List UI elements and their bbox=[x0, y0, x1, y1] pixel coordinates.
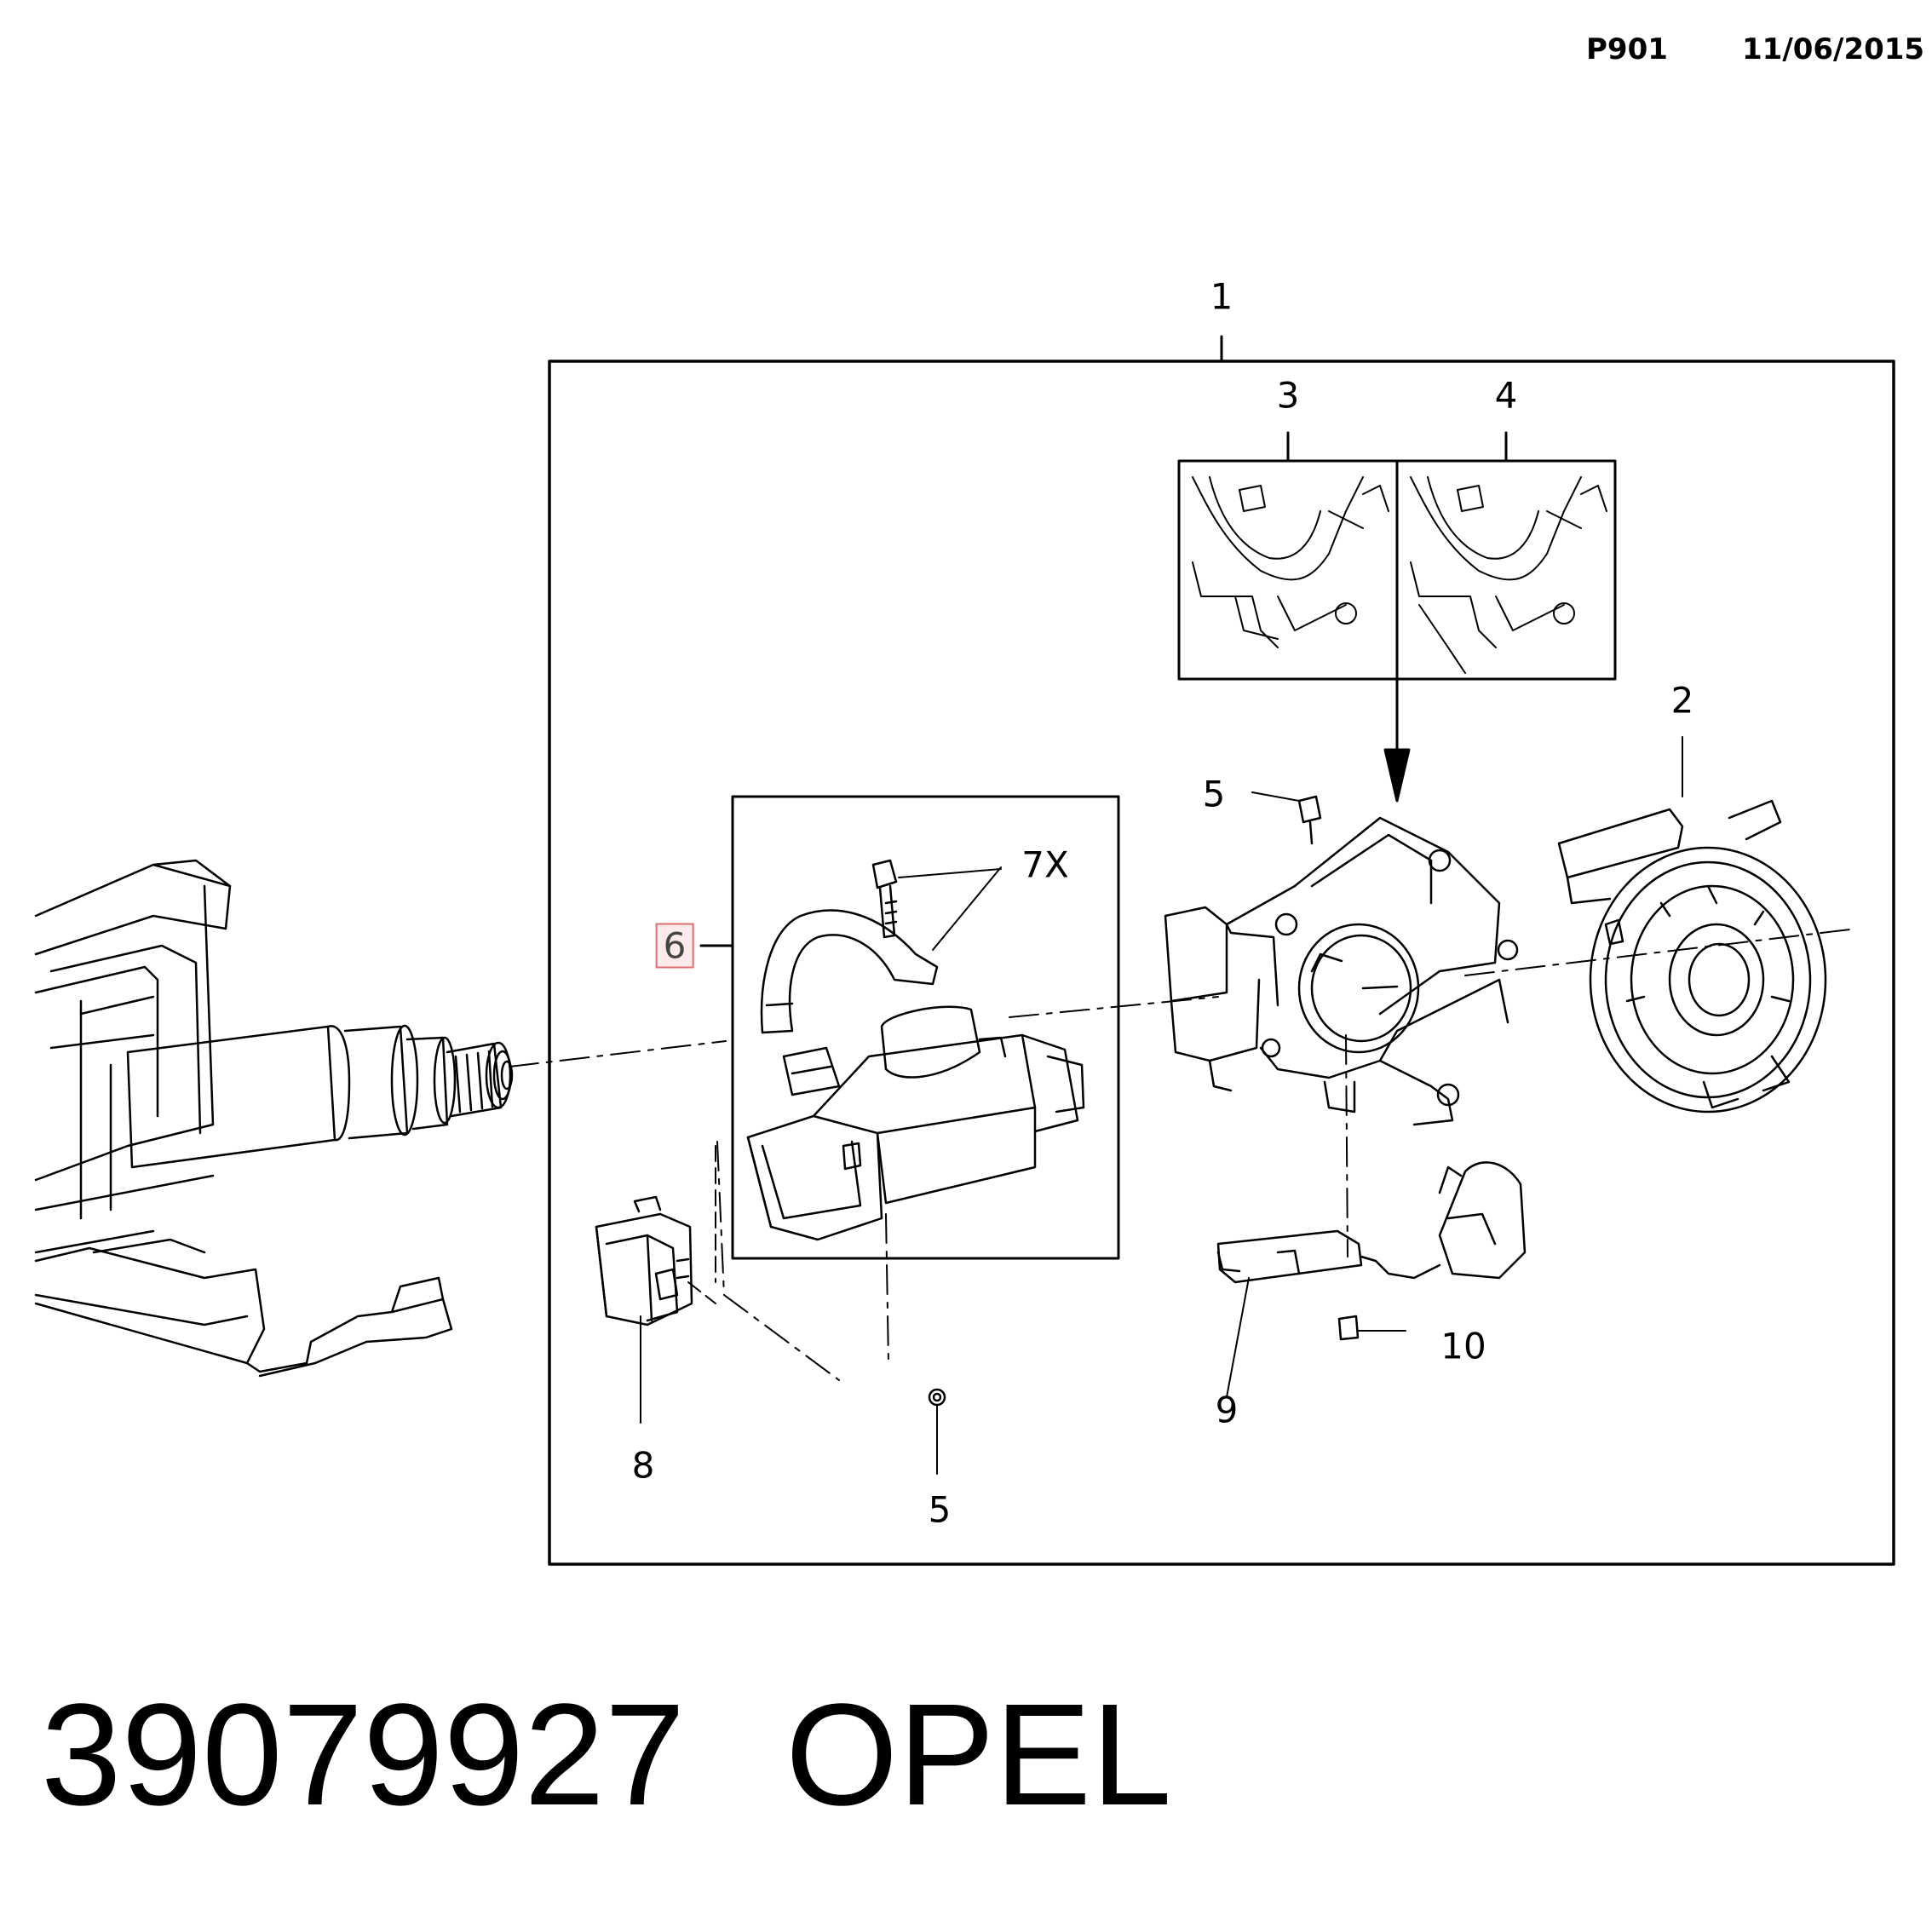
callout-5-bottom: 5 bbox=[928, 1488, 952, 1531]
callout-2: 2 bbox=[1670, 679, 1694, 722]
fasteners bbox=[640, 866, 1406, 1475]
ignition-housing bbox=[746, 1005, 1085, 1241]
callout-7x: 7X bbox=[1021, 843, 1069, 886]
part-number: 39079927 bbox=[41, 1674, 686, 1836]
detail-drawings bbox=[1192, 476, 1607, 674]
callout-9: 9 bbox=[1215, 1389, 1239, 1431]
callout-4: 4 bbox=[1494, 374, 1518, 417]
module-9 bbox=[1216, 1161, 1527, 1398]
page-date: 11/06/2015 bbox=[1742, 32, 1925, 66]
assembly-frame bbox=[548, 335, 1895, 1566]
callout-3: 3 bbox=[1276, 374, 1300, 417]
centerlines bbox=[509, 928, 1858, 1381]
callout-5-top: 5 bbox=[1202, 773, 1226, 815]
callout-6[interactable]: 6 bbox=[655, 923, 694, 969]
detail-boxes-3-4 bbox=[1177, 431, 1617, 681]
callout-10: 10 bbox=[1440, 1325, 1486, 1367]
callout-8: 8 bbox=[631, 1444, 655, 1487]
clip-7x bbox=[760, 859, 939, 1034]
switch-part-8 bbox=[595, 1145, 716, 1326]
subassembly-box-6 bbox=[699, 795, 1120, 1260]
callout-1: 1 bbox=[1210, 275, 1233, 318]
steering-column bbox=[34, 859, 514, 1378]
page-code: P901 bbox=[1586, 32, 1668, 66]
detail-arrow bbox=[1383, 677, 1411, 803]
clock-spring-2 bbox=[1557, 736, 1827, 1113]
brand-name: OPEL bbox=[785, 1674, 1172, 1836]
steering-housing bbox=[1164, 791, 1519, 1126]
